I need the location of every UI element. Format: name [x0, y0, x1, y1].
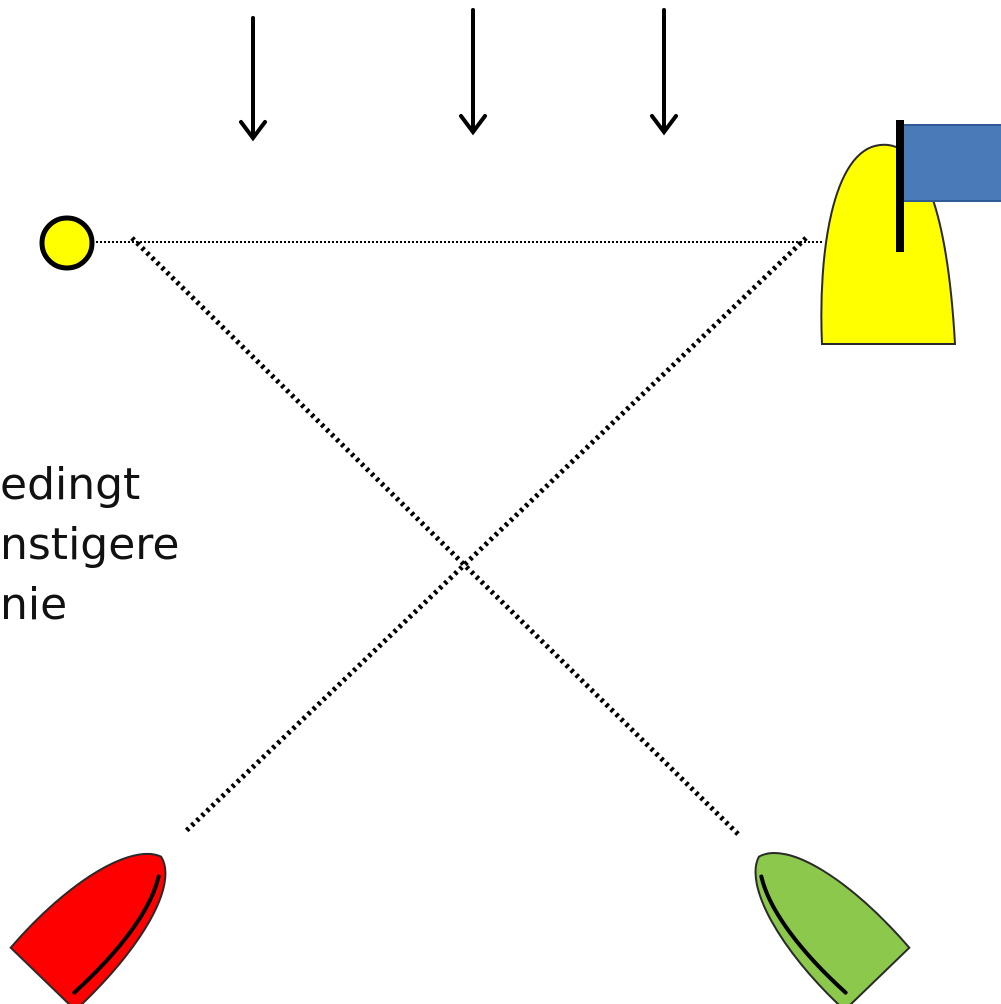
wind-arrow-icon — [459, 8, 487, 136]
green-boat-course-line — [130, 236, 742, 838]
red-boat-course-line — [183, 236, 808, 834]
red-boat-icon — [9, 852, 167, 1004]
wind-arrow-icon — [239, 16, 267, 142]
caption-line-2: nstigere — [0, 519, 180, 570]
flag-icon — [900, 124, 1001, 202]
caption-text: edingt nstigere nie — [0, 455, 179, 635]
caption-line-3: nie — [0, 579, 68, 630]
wind-arrows — [239, 8, 678, 142]
green-boat-icon — [754, 852, 911, 1004]
wind-arrow-icon — [650, 8, 678, 136]
caption-line-1: edingt — [0, 459, 141, 510]
pin-buoy-icon — [39, 215, 95, 271]
